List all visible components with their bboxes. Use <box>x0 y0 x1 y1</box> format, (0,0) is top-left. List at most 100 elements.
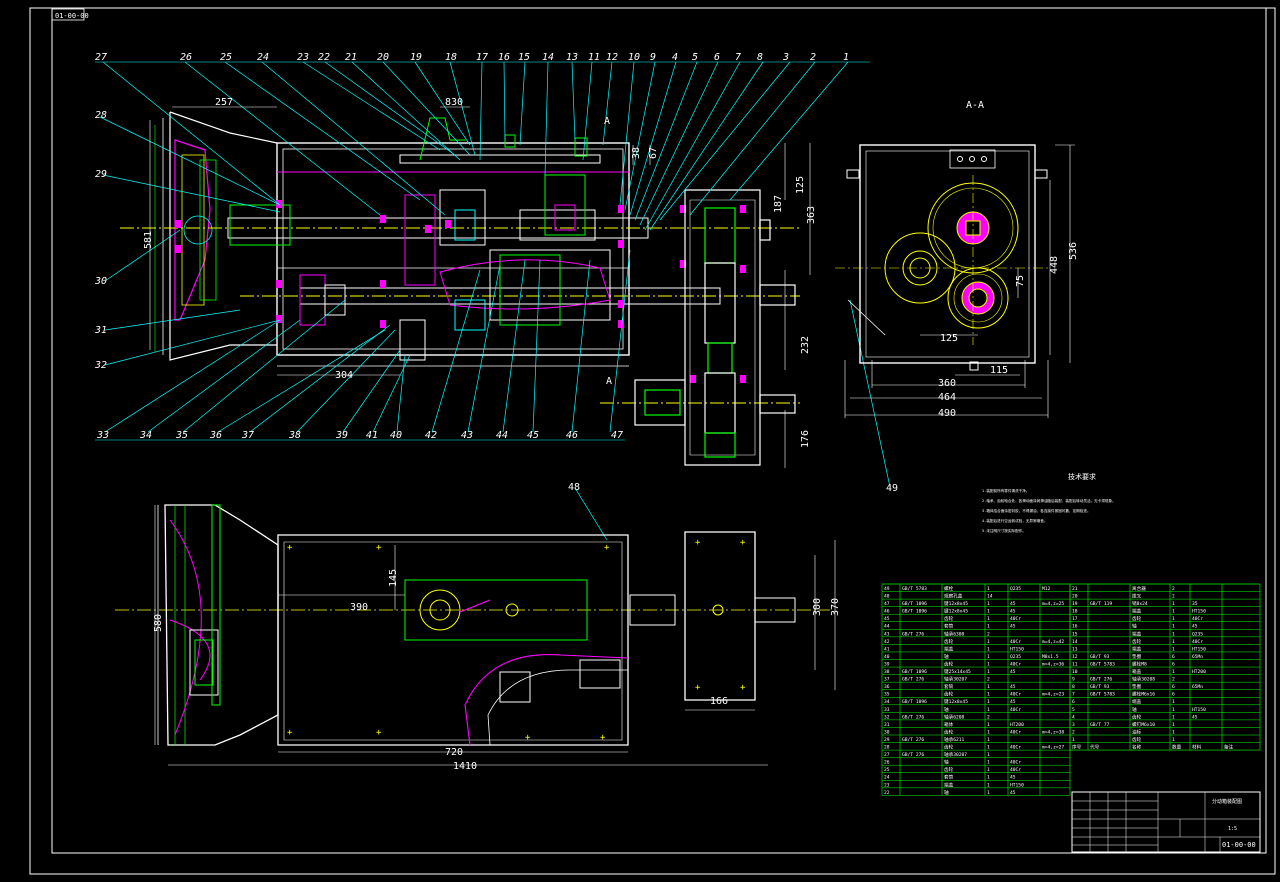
balloon-3: 3 <box>782 52 789 63</box>
main-dims-text: 257 830 581 304 125 187 363 232 176 38 6… <box>143 97 817 448</box>
bom-right-cell: GB/T 93 <box>1090 654 1110 660</box>
bom-left-cell: HT150 <box>1010 782 1024 788</box>
dim-390: 390 <box>350 602 368 613</box>
bom-left-cell: 1 <box>987 661 990 667</box>
dim-75: 75 <box>1015 275 1026 287</box>
balloon-34: 34 <box>139 430 152 441</box>
bom-left-cell: 40Cr <box>1010 616 1021 622</box>
bom-left-cell: 1 <box>987 707 990 713</box>
note-5: 5.未注明尺寸按实际配作。 <box>982 528 1026 533</box>
dim-187: 187 <box>773 195 784 213</box>
balloon-24: 24 <box>257 52 269 63</box>
balloon-2: 2 <box>810 52 816 63</box>
bom-left-cell: 端盖 <box>944 645 954 652</box>
bom-left-cell: 螺栓 <box>944 585 954 592</box>
bom-left-cell: 49 <box>884 586 890 592</box>
section-mark-bottom: A <box>606 376 612 387</box>
bom-left-cell: 齿轮 <box>944 638 954 645</box>
dim-115: 115 <box>990 365 1008 376</box>
bom-right-cell: GB/T 276 <box>1090 677 1112 683</box>
title-name: 分动箱装配图 <box>1212 798 1242 805</box>
bom-left-cell: 箱体 <box>944 721 954 728</box>
bom-right-cell: 21 <box>1072 586 1078 592</box>
bom-left-cell: 43 <box>884 631 890 637</box>
balloon-23: 23 <box>297 52 309 63</box>
bom-left-cell: 2 <box>987 714 990 720</box>
balloon-42: 42 <box>425 430 437 441</box>
bom-left-cell: 30 <box>884 729 890 735</box>
balloon-28: 28 <box>95 110 107 121</box>
bom-left-cell: GB/T 5783 <box>902 586 927 592</box>
bom-right-cell: 13 <box>1072 646 1078 652</box>
balloon-12: 12 <box>606 52 618 63</box>
housing <box>276 142 630 367</box>
bom-right-cell: 销8x24 <box>1132 600 1148 607</box>
bom-left-cell: 齿轮 <box>944 728 954 735</box>
balloon-15: 15 <box>518 52 530 63</box>
dim-125: 125 <box>795 176 806 194</box>
bom-right-cell: 端盖 <box>1132 698 1142 705</box>
bom-right-cell: 12 <box>1072 654 1078 660</box>
balloon-29: 29 <box>95 169 107 180</box>
bom-left-cell: 1 <box>987 767 990 773</box>
section-a-a-view: A-A <box>835 100 1079 419</box>
dim-1410: 1410 <box>453 761 477 772</box>
bom-left-cell: m=4,z=42 <box>1042 639 1064 645</box>
bom-right-cell: 45 <box>1192 624 1198 630</box>
bom-right-cell: 垫圈 <box>1132 683 1142 690</box>
bom-right-cell: 垫圈 <box>1132 653 1142 660</box>
bom-right-cell: HT150 <box>1192 707 1206 713</box>
bom-right-cell: GB/T 77 <box>1090 722 1110 728</box>
balloon-8: 8 <box>757 52 763 63</box>
bom-left-cell: 轴 <box>944 759 949 766</box>
bom-left-cell: 1 <box>987 616 990 622</box>
dim-257: 257 <box>215 97 233 108</box>
svg-text:+: + <box>287 728 293 738</box>
bom-left-cell: 35 <box>884 692 890 698</box>
bom-left-cell: 1 <box>987 609 990 615</box>
dim-145: 145 <box>388 569 399 587</box>
bom-right-cell: 7 <box>1072 692 1075 698</box>
bom-left-cell: m=4,z=36 <box>1042 661 1064 667</box>
bom-left-cell: 1 <box>987 782 990 788</box>
bom-left-cell: 25 <box>884 767 890 773</box>
bom-left-cell: 2 <box>987 677 990 683</box>
balloon-47: 47 <box>611 430 623 441</box>
bom-left-cell: 齿轮 <box>944 660 954 667</box>
bom-left-cell: 38 <box>884 669 890 675</box>
balloon-14: 14 <box>542 52 554 63</box>
gears <box>299 174 611 361</box>
svg-text:+: + <box>604 543 610 553</box>
bom-left-cell: 28 <box>884 745 890 751</box>
bom-right-cell: 齿轮 <box>1132 638 1142 645</box>
bom-right-cell: 离合器 <box>1132 585 1146 592</box>
bom-header-cell: 代号 <box>1090 744 1100 751</box>
bom-left-cell: GB/T 1096 <box>902 699 927 705</box>
title-code: 01-00-00 <box>1222 841 1256 849</box>
dim-830: 830 <box>445 97 463 108</box>
bom-right-cell: 10 <box>1072 669 1078 675</box>
bom-left-cell: 1 <box>987 745 990 751</box>
balloon-22: 22 <box>318 52 330 63</box>
bom-right-cell: 35 <box>1192 601 1198 607</box>
leader-lines <box>95 61 891 541</box>
bom-right-cell: 40Cr <box>1192 616 1203 622</box>
dim-370: 370 <box>830 598 841 616</box>
bom-left-cell: 40Cr <box>1010 760 1021 766</box>
bom-left-cell: 轴承30207 <box>944 676 967 683</box>
svg-text:+: + <box>376 728 382 738</box>
clutch-disc <box>174 139 217 321</box>
bom-right-cell: 1 <box>1172 737 1175 743</box>
bom-left-cell: 32 <box>884 714 890 720</box>
bom-right-cell: 45 <box>1192 714 1198 720</box>
bom-left-cell: 40Cr <box>1010 745 1021 751</box>
bom-left-cell: 22 <box>884 790 890 796</box>
bom-header-cell: 数量 <box>1172 744 1182 751</box>
bom-left-cell: 45 <box>1010 624 1016 630</box>
bom-left-cell: GB/T 1096 <box>902 669 927 675</box>
dim-300: 300 <box>812 598 823 616</box>
bom-header-cell: 材料 <box>1192 744 1202 751</box>
